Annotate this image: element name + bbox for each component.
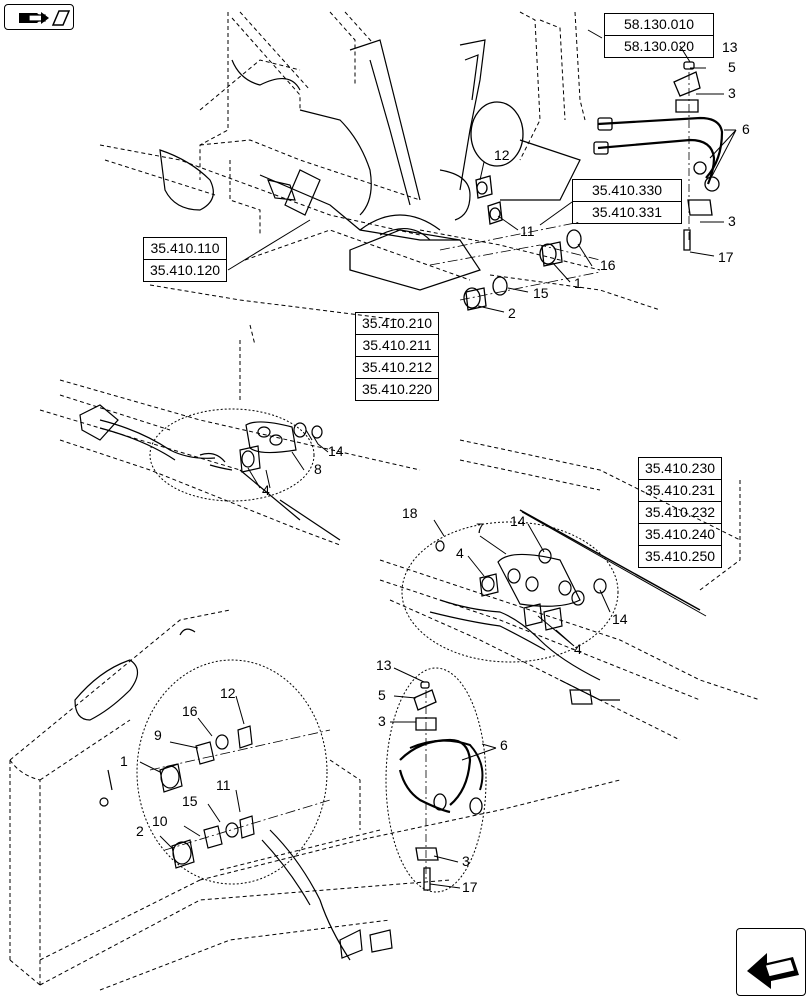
leader-lines [139, 29, 737, 889]
nut-13a [683, 61, 695, 70]
callout-6: 6 [742, 121, 750, 137]
callout-14: 14 [510, 513, 526, 529]
callout-15: 15 [533, 285, 549, 301]
back-arrow-icon [747, 953, 799, 989]
middle-left-frame [39, 324, 421, 546]
callout-2: 2 [508, 305, 516, 321]
callout-3: 3 [378, 713, 386, 729]
callout-5: 5 [728, 59, 736, 75]
ref-group-top-right: 58.130.010 58.130.020 [604, 13, 714, 58]
clamp-3b [687, 199, 713, 216]
ref-code[interactable]: 35.410.250 [644, 548, 716, 564]
ref-code[interactable]: 35.410.330 [573, 180, 681, 202]
middle-left-detail [79, 404, 341, 541]
ref-code[interactable]: 35.410.220 [361, 381, 433, 397]
callout-17: 17 [718, 249, 734, 265]
callout-6: 6 [500, 737, 508, 753]
ref-code[interactable]: 35.410.210 [356, 313, 438, 335]
callout-17: 17 [462, 879, 478, 895]
callout-2: 2 [136, 823, 144, 839]
callout-12: 12 [494, 147, 510, 163]
callout-13: 13 [376, 657, 392, 673]
clamp-5a [673, 71, 701, 97]
callout-4: 4 [456, 545, 464, 561]
callout-7: 7 [476, 520, 484, 536]
callout-3: 3 [728, 85, 736, 101]
ref-code[interactable]: 35.410.231 [639, 480, 721, 502]
bottom-nav-button[interactable] [736, 928, 806, 996]
callout-labels: 13 5 3 6 3 17 12 11 1 16 15 2 14 8 4 18 … [120, 39, 750, 895]
ref-code[interactable]: 35.410.120 [149, 262, 221, 278]
clamp-3a [675, 99, 699, 113]
ref-group-center: 35.410.210 35.410.211 35.410.212 35.410.… [355, 312, 439, 401]
callout-8: 8 [314, 461, 322, 477]
ref-code[interactable]: 35.410.230 [639, 458, 721, 480]
callout-3: 3 [462, 853, 470, 869]
callout-14: 14 [612, 611, 628, 627]
callout-4: 4 [262, 482, 270, 498]
book-arrow-icon [19, 10, 71, 26]
callout-9: 9 [154, 727, 162, 743]
ref-group-mid-right: 35.410.330 35.410.331 [572, 179, 682, 224]
top-nav-button[interactable] [4, 4, 74, 30]
callout-10: 10 [152, 813, 168, 829]
ref-code[interactable]: 35.410.212 [356, 357, 438, 379]
callout-15: 15 [182, 793, 198, 809]
ref-group-left: 35.410.110 35.410.120 [143, 237, 227, 282]
upper-frame [99, 11, 661, 321]
ref-code[interactable]: 35.410.240 [639, 524, 721, 546]
bottom-right-hose-assembly [385, 667, 487, 893]
ref-group-right: 35.410.230 35.410.231 35.410.232 35.410.… [638, 457, 722, 568]
callout-5: 5 [378, 687, 386, 703]
callout-13: 13 [722, 39, 738, 55]
callout-4: 4 [574, 641, 582, 657]
ref-code[interactable]: 35.410.232 [639, 502, 721, 524]
callout-1: 1 [120, 753, 128, 769]
callout-18: 18 [402, 505, 418, 521]
ref-code[interactable]: 35.410.110 [144, 238, 226, 260]
bottom-left-frame [9, 609, 621, 991]
callout-14: 14 [328, 443, 344, 459]
middle-right-detail [401, 509, 707, 705]
middle-right-frame [379, 439, 761, 741]
callout-1: 1 [574, 275, 582, 291]
ref-code[interactable]: 35.410.331 [591, 204, 663, 220]
bottom-left-detail [74, 628, 393, 961]
callout-16: 16 [182, 703, 198, 719]
upper-frame-solid [159, 39, 581, 291]
top-fittings [429, 175, 601, 311]
callout-11: 11 [216, 777, 231, 793]
top-right-hose-assembly [593, 61, 724, 251]
callout-16: 16 [600, 257, 616, 273]
callout-11: 11 [520, 223, 535, 239]
ref-code[interactable]: 58.130.020 [623, 38, 695, 54]
callout-12: 12 [220, 685, 236, 701]
callout-3: 3 [728, 213, 736, 229]
bolt-17a [683, 229, 691, 251]
ref-code[interactable]: 35.410.211 [356, 335, 438, 357]
ref-code[interactable]: 58.130.010 [605, 14, 713, 36]
